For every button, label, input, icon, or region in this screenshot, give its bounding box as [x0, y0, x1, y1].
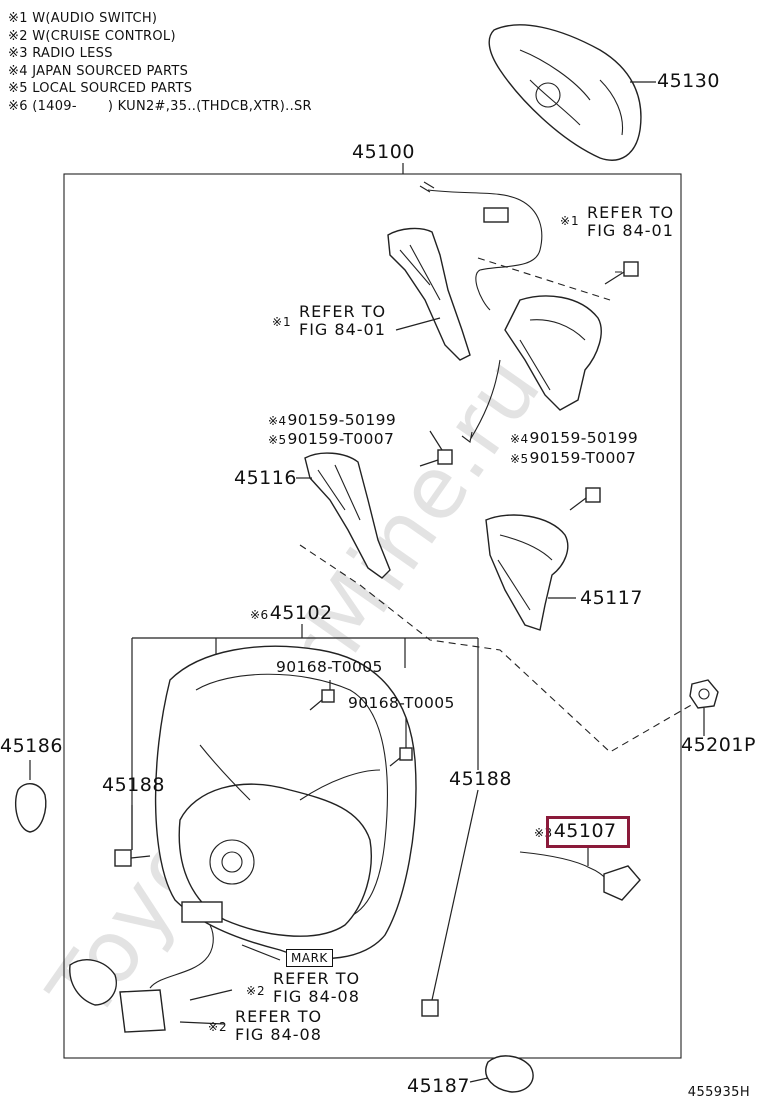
- bolt-right-a[interactable]: ※490159-50199: [510, 429, 639, 447]
- note-1: ※1 W(AUDIO SWITCH): [8, 11, 158, 26]
- part-45100[interactable]: 45100: [352, 141, 415, 163]
- bolt-left: [419, 430, 453, 467]
- refer-fig-84-01-top[interactable]: ※1 REFER TO FIG 84-01: [560, 203, 675, 240]
- bolt-45188-right: [421, 789, 479, 1017]
- refer-fig-84-01-mid[interactable]: ※1 REFER TO FIG 84-01: [272, 302, 387, 339]
- mark-4-right: ※4: [510, 432, 529, 446]
- assembly-frame: [63, 173, 682, 1059]
- part-45188-right[interactable]: 45188: [449, 768, 512, 790]
- steering-wheel: [154, 645, 417, 960]
- switch-upper-left: [387, 227, 471, 361]
- harness-upper: [419, 181, 543, 311]
- part-45201p[interactable]: 45201P: [681, 734, 756, 756]
- leader-45102: [131, 624, 479, 850]
- note-3: ※3 RADIO LESS: [8, 46, 113, 62]
- pad-cover-45130: [488, 24, 656, 161]
- bolt-top-right: [604, 261, 639, 285]
- bolt-right-b[interactable]: ※590159-T0007: [510, 449, 637, 467]
- part-45102-number: 45102: [269, 602, 333, 624]
- part-45130[interactable]: 45130: [657, 70, 720, 92]
- mark-4-left: ※4: [268, 414, 287, 428]
- cruise-switch: [69, 901, 233, 1033]
- highlight-45107: [546, 816, 630, 848]
- note-2: ※2 W(CRUISE CONTROL): [8, 28, 176, 44]
- cap-45187: [469, 1055, 534, 1093]
- screw-b: [389, 718, 413, 767]
- switch-bezel-45117: [485, 514, 576, 631]
- note-4: ※4 JAPAN SOURCED PARTS: [8, 63, 189, 79]
- screw-a-label[interactable]: 90168-T0005: [276, 658, 383, 676]
- note-5: ※5 LOCAL SOURCED PARTS: [8, 81, 193, 97]
- mark-box: MARK: [286, 949, 333, 967]
- part-45187[interactable]: 45187: [407, 1075, 470, 1097]
- part-45188-left[interactable]: 45188: [102, 774, 165, 796]
- part-45116[interactable]: 45116: [234, 467, 297, 489]
- bolt-45188-left: [114, 805, 151, 867]
- part-45107-number: 45107: [553, 820, 617, 842]
- bolt-right-mid: [569, 487, 601, 511]
- nut-45201p: [689, 679, 719, 736]
- part-45117[interactable]: 45117: [580, 587, 643, 609]
- refer-fig-84-08-a[interactable]: ※2 REFER TO FIG 84-08: [246, 969, 361, 1006]
- cover-45186: [14, 760, 47, 833]
- screw-b-label[interactable]: 90168-T0005: [348, 694, 455, 712]
- mark-5-right: ※5: [510, 452, 529, 466]
- note-6: ※6 (1409- ) KUN2#,35..(THDCB,XTR)..SR: [8, 98, 312, 114]
- leader-mark: [241, 944, 281, 961]
- mark-1-top: ※1: [560, 214, 580, 228]
- screw-a: [309, 680, 335, 711]
- part-45186[interactable]: 45186: [0, 735, 63, 757]
- part-45102[interactable]: ※645102: [250, 604, 333, 623]
- bolt-left-a[interactable]: ※490159-50199: [268, 411, 397, 429]
- mark-2-b: ※2: [208, 1020, 228, 1034]
- bolt-left-b[interactable]: ※590159-T0007: [268, 430, 395, 448]
- notes-list: ※1 W(AUDIO SWITCH) ※2 W(CRUISE CONTROL) …: [8, 10, 312, 116]
- assembly-arrow: [461, 359, 501, 443]
- switch-upper-right: [477, 257, 636, 411]
- harness-45107: [519, 848, 641, 901]
- mark-1-mid: ※1: [272, 315, 292, 329]
- refer-fig-84-08-b[interactable]: ※2 REFER TO FIG 84-08: [208, 1007, 323, 1044]
- switch-bezel-45116: [296, 452, 391, 579]
- mark-6: ※6: [250, 608, 269, 622]
- mark-2-a: ※2: [246, 984, 266, 998]
- mark-5-left: ※5: [268, 433, 287, 447]
- diagram-number: 455935H: [687, 1085, 750, 1100]
